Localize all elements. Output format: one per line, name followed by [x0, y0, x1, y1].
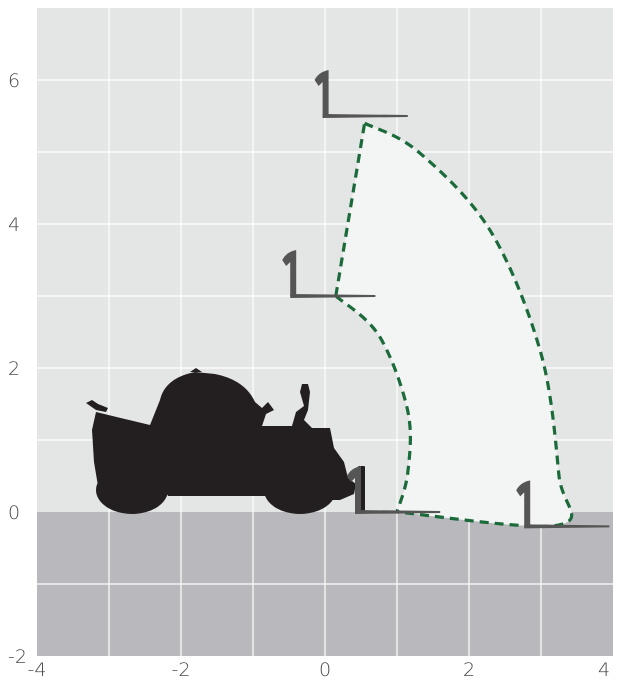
fork-upright — [347, 466, 361, 512]
y-tick-label: -2 — [8, 646, 27, 668]
fork-positions — [282, 70, 610, 529]
x-tick-label: 0 — [319, 659, 331, 681]
fork-upright — [516, 480, 531, 527]
fork-tine — [290, 294, 376, 298]
fork-tine — [355, 510, 441, 514]
fork-upright — [282, 250, 297, 296]
fork-upright — [314, 70, 329, 116]
rear-wheel — [96, 466, 168, 514]
x-tick-label: 2 — [463, 659, 475, 681]
front-wheel — [264, 466, 336, 514]
fork-tine — [322, 114, 408, 118]
fork-icon — [314, 70, 408, 118]
fork-icon — [282, 250, 376, 298]
fork-icon — [347, 466, 441, 514]
reach-envelope — [335, 123, 572, 527]
machine-rear-handle — [86, 400, 108, 412]
reach-envelope-outline — [334, 121, 574, 528]
fork-icon — [516, 480, 610, 529]
y-tick-label: 6 — [8, 70, 20, 92]
fork-tine — [524, 524, 610, 529]
machine-beacon — [190, 368, 202, 372]
x-tick-label: -2 — [172, 659, 191, 681]
reach-boundary-line — [334, 294, 412, 513]
y-axis-ticks: -2 0 2 4 6 — [8, 70, 27, 668]
reach-boundary-line — [363, 121, 574, 528]
y-tick-label: 2 — [8, 358, 20, 380]
y-tick-label: 4 — [8, 214, 20, 236]
x-axis-ticks: -4 -2 0 2 4 — [28, 659, 611, 681]
x-tick-label: -4 — [28, 659, 47, 681]
x-tick-label: 4 — [598, 659, 610, 681]
y-tick-label: 0 — [8, 502, 20, 524]
